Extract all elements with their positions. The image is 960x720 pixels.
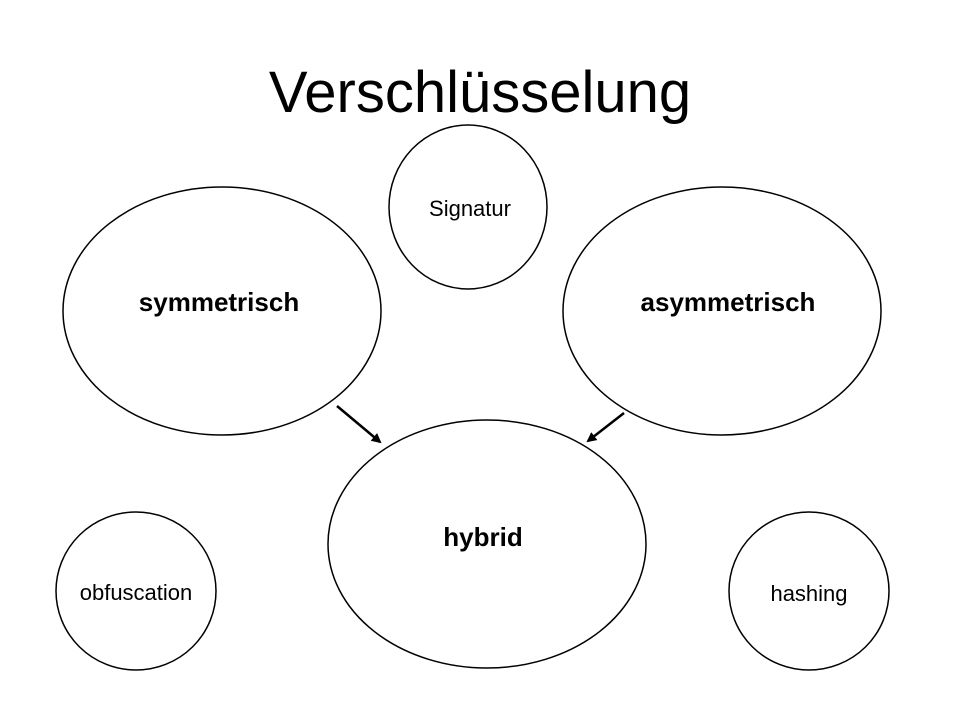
node-hybrid-label: hybrid [443,522,522,552]
arrow-asymmetrisch-to-hybrid [586,412,625,443]
page-title: Verschlüsselung [269,60,691,125]
node-asymmetrisch: asymmetrisch [562,186,882,436]
node-obfuscation-label: obfuscation [80,580,193,605]
node-symmetrisch: symmetrisch [62,186,382,436]
node-symmetrisch-shape [62,186,382,436]
node-hashing-label: hashing [770,581,847,606]
node-obfuscation: obfuscation [55,511,217,671]
node-hashing: hashing [728,511,890,671]
node-signatur-label: Signatur [429,196,511,221]
arrow-symmetrisch-to-hybrid [336,405,382,444]
node-signatur: Signatur [388,124,548,290]
node-asymmetrisch-label: asymmetrisch [641,287,816,317]
node-asymmetrisch-shape [562,186,882,436]
node-obfuscation-shape [55,511,217,671]
node-signatur-shape [388,124,548,290]
node-symmetrisch-label: symmetrisch [139,287,299,317]
node-hybrid: hybrid [327,419,647,669]
node-hashing-shape [728,511,890,671]
node-hybrid-shape [327,419,647,669]
